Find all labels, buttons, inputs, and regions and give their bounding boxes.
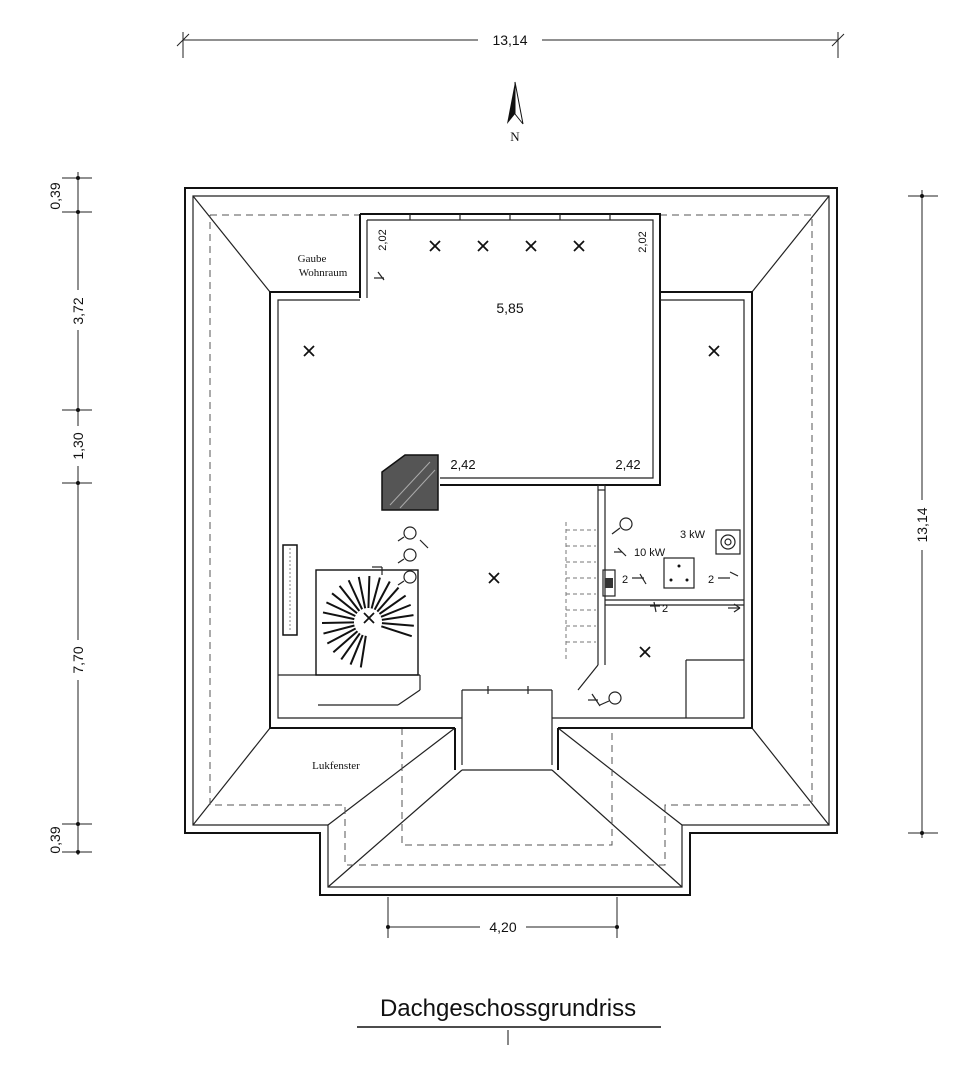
- light-x-icon: [488, 572, 500, 584]
- dimension-left-label-3: 1,30: [70, 432, 86, 459]
- electrical-symbols: 3 kW 10 kW 2 2 2: [372, 271, 741, 707]
- power-3kw-label: 3 kW: [680, 529, 706, 541]
- dormer-left-height-label: 2,02: [377, 229, 389, 250]
- light-x-icon: [573, 240, 585, 252]
- boiler-icon: [663, 557, 695, 589]
- dormer-right-height-label: 2,02: [637, 231, 649, 252]
- dimension-left: 0,39 3,72 1,30 7,70 0,39: [47, 172, 92, 855]
- spiral-staircase: [315, 569, 419, 676]
- eave-dashed-lines: [209, 214, 813, 866]
- stove-icon: [715, 529, 741, 555]
- dimension-right: 13,14: [908, 190, 938, 838]
- socket-icon: [611, 517, 633, 557]
- dimension-top-label: 13,14: [492, 32, 527, 48]
- chimney: [381, 454, 439, 511]
- dimension-bottom: 4,20: [386, 897, 619, 938]
- dormer-low-left-label: 2,42: [450, 457, 475, 472]
- socket-b-label: 2: [708, 574, 714, 586]
- switch-icon: [588, 691, 622, 707]
- dimension-left-label-4: 7,70: [70, 646, 86, 673]
- meter-icon: [602, 569, 616, 597]
- plan-title: Dachgeschossgrundriss: [380, 995, 636, 1022]
- dimension-left-label-2: 3,72: [70, 297, 86, 324]
- ceiling-lights: [303, 240, 720, 658]
- window-left: [282, 544, 298, 636]
- north-arrow-icon: N: [507, 81, 524, 144]
- light-x-icon: [363, 612, 375, 624]
- dimension-bottom-label: 4,20: [489, 919, 516, 935]
- light-x-icon: [303, 345, 315, 357]
- dormer: 5,85 2,02 2,02 2,42 2,42: [359, 213, 661, 486]
- room-label-lukfenster: Lukfenster: [312, 760, 360, 772]
- dimension-right-label: 13,14: [914, 507, 930, 542]
- dormer-width-label: 5,85: [496, 300, 523, 316]
- lamp-switch-icon: [372, 526, 429, 586]
- dormer-low-right-label: 2,42: [615, 457, 640, 472]
- power-10kw-label: 10 kW: [634, 547, 666, 559]
- door-marks: [487, 484, 605, 694]
- north-label: N: [510, 129, 520, 144]
- interior-walls: [269, 291, 753, 770]
- dimension-top: 13,14: [176, 30, 845, 58]
- dimension-left-label-1: 0,39: [47, 182, 63, 209]
- light-x-icon: [639, 646, 651, 658]
- socket-a-label: 2: [622, 574, 628, 586]
- switch-icon-dormer: [374, 271, 385, 281]
- socket-c-label: 2: [662, 603, 668, 615]
- stair-right: [565, 522, 596, 660]
- light-x-icon: [477, 240, 489, 252]
- room-label-wohnraum: Wohnraum: [299, 267, 348, 279]
- light-x-icon: [525, 240, 537, 252]
- light-x-icon: [708, 345, 720, 357]
- light-x-icon: [429, 240, 441, 252]
- room-label-gaube: Gaube: [298, 253, 327, 265]
- dimension-left-label-5: 0,39: [47, 826, 63, 853]
- roof-outline: [184, 187, 838, 896]
